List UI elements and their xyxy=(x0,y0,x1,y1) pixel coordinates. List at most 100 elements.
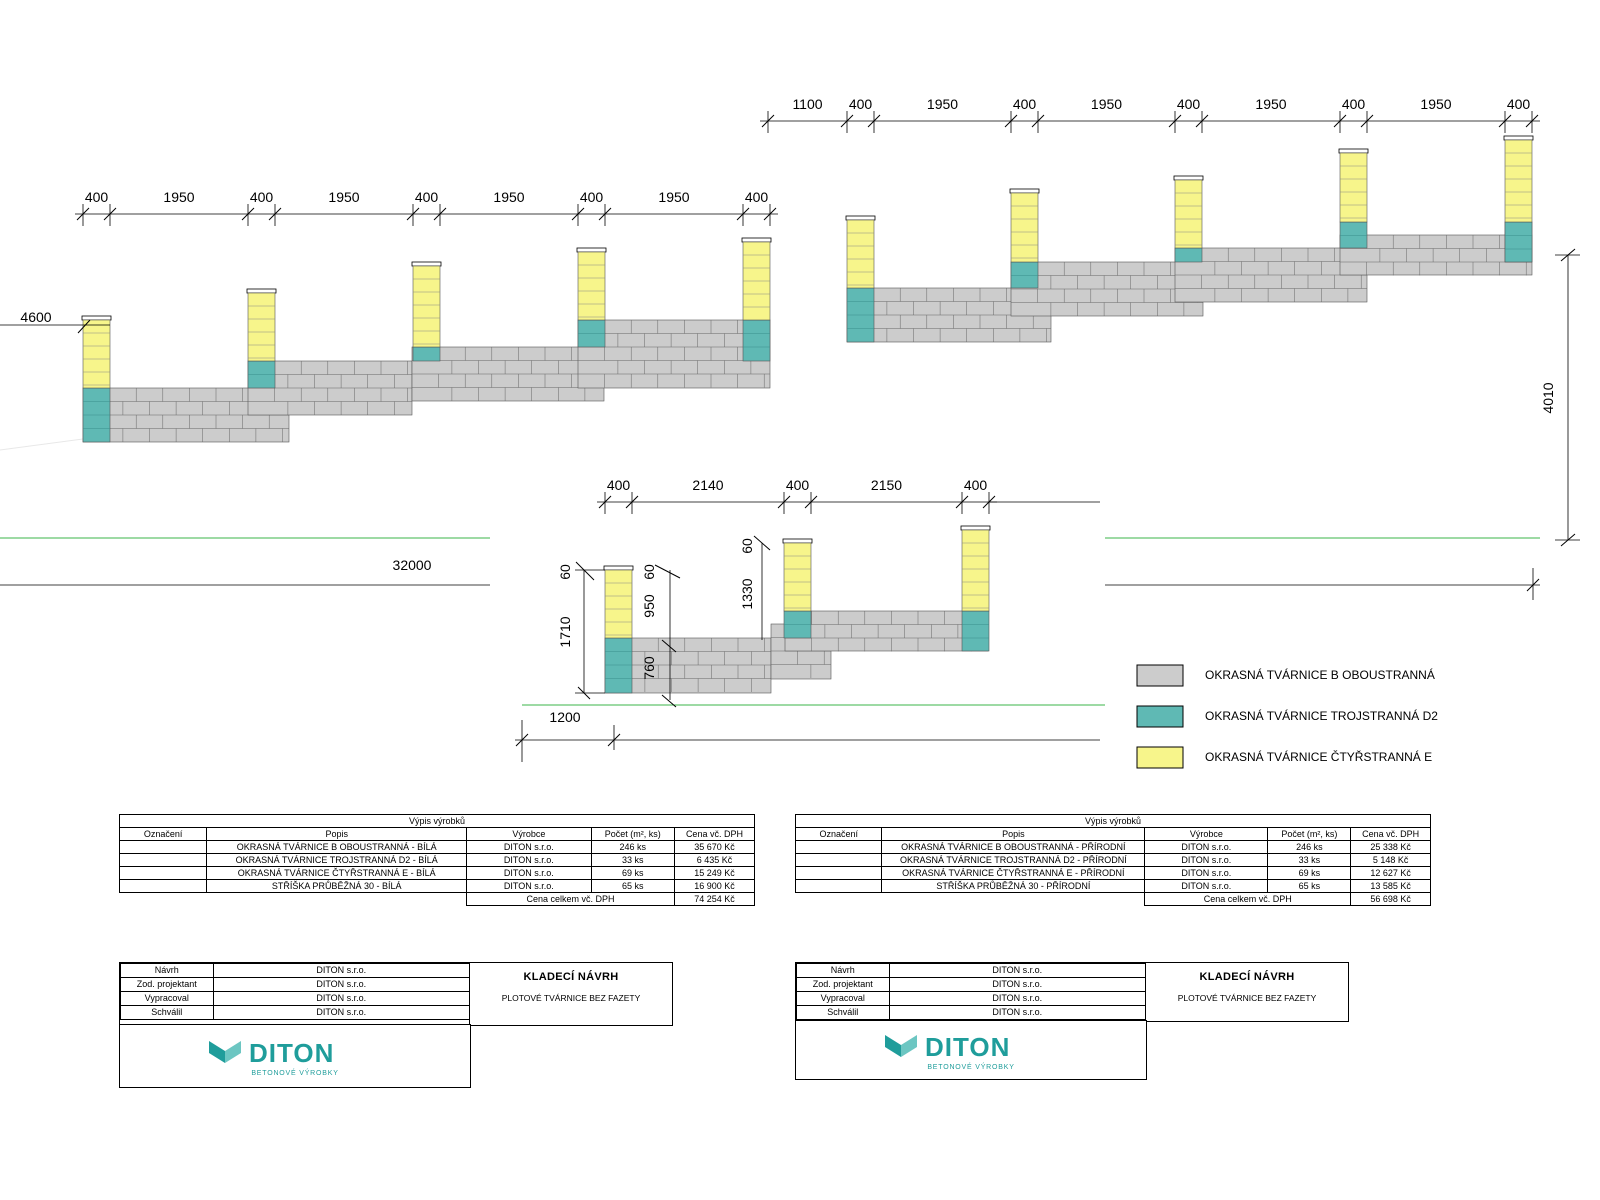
table-cell: OKRASNÁ TVÁRNICE ČTYŘSTRANNÁ E - BÍLÁ xyxy=(206,866,468,880)
table-cell: STŘÍŠKA PRŮBĚŽNÁ 30 - PŘÍRODNÍ xyxy=(881,879,1146,893)
title-block-role: Zod. projektant xyxy=(120,977,214,992)
dim-tick xyxy=(598,495,612,509)
table-row: OKRASNÁ TVÁRNICE B OBOUSTRANNÁ - PŘÍRODN… xyxy=(794,840,1431,854)
table-cell xyxy=(794,879,883,893)
table-cell xyxy=(794,866,883,880)
legend-swatch xyxy=(1136,705,1184,728)
dim-tick xyxy=(1004,114,1018,128)
dim-mid-bottom: 1200 xyxy=(549,709,580,725)
dim-tick xyxy=(575,561,595,581)
column-cap xyxy=(960,525,991,531)
dim-tick xyxy=(607,733,621,747)
dim-mid-top-label: 400 xyxy=(607,477,631,493)
dim-left-top-label: 400 xyxy=(745,189,769,205)
dim-tick xyxy=(268,207,282,221)
table-cell xyxy=(794,840,883,854)
block-e-column xyxy=(961,529,990,612)
table-cell: 33 ks xyxy=(590,853,675,867)
dim-tick xyxy=(661,694,677,708)
title-block-company: DITON s.r.o. xyxy=(888,991,1146,1006)
table-cell: DITON s.r.o. xyxy=(1144,879,1269,893)
dim-mid-v-label: 60 xyxy=(641,564,657,580)
dim-tick xyxy=(867,114,881,128)
dim-mid-v-label: 950 xyxy=(641,594,657,618)
dim-right-top-label: 1950 xyxy=(1255,96,1286,112)
legend-label: OKRASNÁ TVÁRNICE B OBOUSTRANNÁ xyxy=(1205,667,1435,682)
block-b-area xyxy=(1339,234,1533,276)
table-header: Popis xyxy=(881,827,1146,841)
table-cell: OKRASNÁ TVÁRNICE TROJSTRANNÁ D2 - PŘÍROD… xyxy=(881,853,1146,867)
diton-logo-mark xyxy=(885,1035,901,1057)
table-header: Cena vč. DPH xyxy=(673,827,756,841)
drawing-title: KLADECÍ NÁVRH xyxy=(523,971,619,983)
table-cell: 13 585 Kč xyxy=(1350,879,1431,893)
table-cell xyxy=(118,866,208,880)
dim-right-top-label: 1950 xyxy=(927,96,958,112)
table-cell: 65 ks xyxy=(1267,879,1352,893)
dim-left-top-label: 1950 xyxy=(328,189,359,205)
dim-tick xyxy=(1560,248,1576,262)
drawing-subtitle: PLOTOVÉ TVÁRNICE BEZ FAZETY xyxy=(1177,993,1317,1003)
total-value: 74 254 Kč xyxy=(673,892,756,906)
dim-right-top-label: 1950 xyxy=(1091,96,1122,112)
dim-total-length: 32000 xyxy=(393,557,432,573)
table-cell: 246 ks xyxy=(590,840,675,854)
dim-tick xyxy=(571,207,585,221)
column-cap xyxy=(1173,175,1204,181)
title-block-company: DITON s.r.o. xyxy=(888,1005,1146,1020)
legend-label: OKRASNÁ TVÁRNICE TROJSTRANNÁ D2 xyxy=(1205,708,1438,723)
dim-tick xyxy=(1525,114,1539,128)
dim-tick xyxy=(1498,114,1512,128)
dim-mid-top-label: 400 xyxy=(964,477,988,493)
table-cell: 25 338 Kč xyxy=(1350,840,1431,854)
dim-tick xyxy=(77,319,91,334)
dim-tick xyxy=(1333,114,1347,128)
table-header: Označení xyxy=(118,827,208,841)
table-cell: DITON s.r.o. xyxy=(1144,840,1269,854)
column-cap xyxy=(741,237,772,243)
table-caption: Výpis výrobků xyxy=(795,814,1431,828)
table-cell: 6 435 Kč xyxy=(673,853,756,867)
dim-tick xyxy=(515,733,529,747)
block-d2-area xyxy=(961,610,990,652)
dim-left-top-label: 1950 xyxy=(163,189,194,205)
legend-label: OKRASNÁ TVÁRNICE ČTYŘSTRANNÁ E xyxy=(1205,749,1432,764)
diton-logo-text: DITON xyxy=(249,1038,334,1068)
block-d2-area xyxy=(1174,247,1203,263)
table-row: OKRASNÁ TVÁRNICE ČTYŘSTRANNÁ E - PŘÍRODN… xyxy=(794,866,1431,880)
table-cell: DITON s.r.o. xyxy=(466,879,592,893)
dim-left-top-label: 400 xyxy=(250,189,274,205)
block-d2-area xyxy=(1339,221,1368,249)
block-b-area xyxy=(784,610,989,652)
block-e-column xyxy=(846,219,875,289)
dim-tick xyxy=(1526,578,1540,592)
dim-tick xyxy=(625,495,639,509)
diton-logo-sub: BETONOVÉ VÝROBKY xyxy=(927,1062,1014,1071)
table-cell xyxy=(118,853,208,867)
block-d2-area xyxy=(1010,261,1039,289)
dim-mid-top-label: 2140 xyxy=(692,477,723,493)
dim-mid-v-label: 60 xyxy=(739,538,755,554)
title-block-role: Schválil xyxy=(796,1005,890,1020)
title-block-title-box: KLADECÍ NÁVRH PLOTOVÉ TVÁRNICE BEZ FAZET… xyxy=(1145,962,1349,1022)
block-d2-area xyxy=(412,346,441,362)
title-block-role: Schválil xyxy=(120,1005,214,1020)
dim-left-top-label: 400 xyxy=(85,189,109,205)
dim-right-top-label: 400 xyxy=(1507,96,1531,112)
column-cap xyxy=(603,565,634,571)
diton-logo: DITON BETONOVÉ VÝROBKY xyxy=(209,1038,338,1077)
dim-right-top-label: 400 xyxy=(1177,96,1201,112)
table-cell: 246 ks xyxy=(1267,840,1352,854)
block-e-column xyxy=(412,265,441,348)
